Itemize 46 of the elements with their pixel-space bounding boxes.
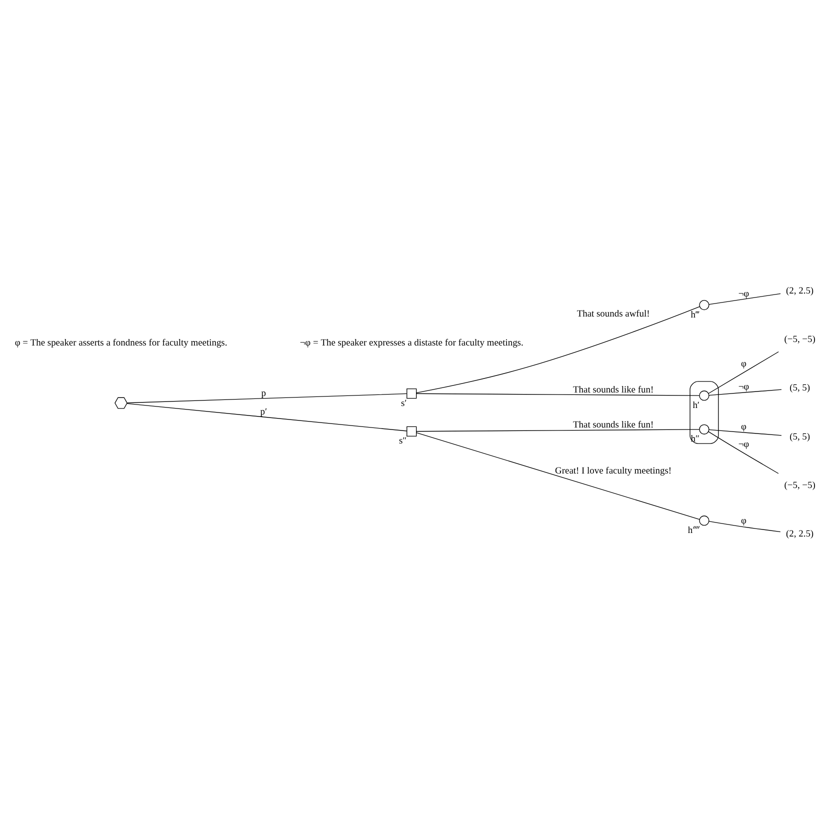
edge-label: φ [741, 516, 746, 526]
node-box [406, 388, 417, 399]
edge-label: φ [741, 360, 746, 370]
edge-label: ¬φ [738, 440, 750, 450]
node-label: h⁗ [688, 526, 700, 536]
node-text: (−5, −5) [784, 480, 816, 491]
node-text: (5, 5) [790, 432, 810, 442]
connector [708, 520, 781, 532]
edge-label: ¬φ [738, 382, 750, 393]
label: ¬φ = The speaker expresses a distaste for faculty meetings. [300, 338, 524, 348]
node-text: (2, 2.5) [786, 530, 814, 540]
connector [126, 403, 408, 432]
connector [708, 293, 781, 305]
node-text: (−5, −5) [784, 335, 816, 346]
connector [708, 429, 782, 436]
edge-label: φ [741, 422, 746, 433]
node-label: h″ [690, 434, 700, 445]
connector [416, 432, 700, 520]
node-label: h′ [692, 400, 700, 411]
node-text: (5, 5) [790, 384, 810, 394]
edge-label: That sounds awful! [576, 310, 650, 320]
connector [708, 389, 782, 396]
cluster [690, 381, 719, 444]
node-text: (2, 2.5) [786, 286, 814, 296]
node-label: h‴ [690, 310, 700, 320]
node-circle [699, 300, 710, 310]
node-circle [699, 516, 710, 526]
edge-label: ¬φ [738, 289, 750, 300]
connector [416, 429, 700, 432]
connector [416, 393, 700, 396]
edge-label: p [261, 388, 266, 399]
connector [416, 306, 700, 394]
connector [708, 431, 779, 474]
edge-label: Great! I love faculty meetings! [555, 466, 672, 476]
edge-label: p′ [260, 408, 268, 418]
node-circle [699, 424, 710, 434]
edge-label: That sounds like fun! [573, 385, 654, 396]
node-label: s′ [400, 398, 407, 409]
connector [708, 351, 779, 394]
node-label: s″ [399, 436, 407, 447]
node-box [406, 426, 417, 436]
node-hexagon [114, 397, 128, 409]
node-circle [699, 390, 710, 401]
connector [126, 393, 408, 404]
label: φ = The speaker asserts a fondness for faculty meetings. [14, 338, 228, 348]
edge-label: That sounds like fun! [573, 420, 654, 430]
